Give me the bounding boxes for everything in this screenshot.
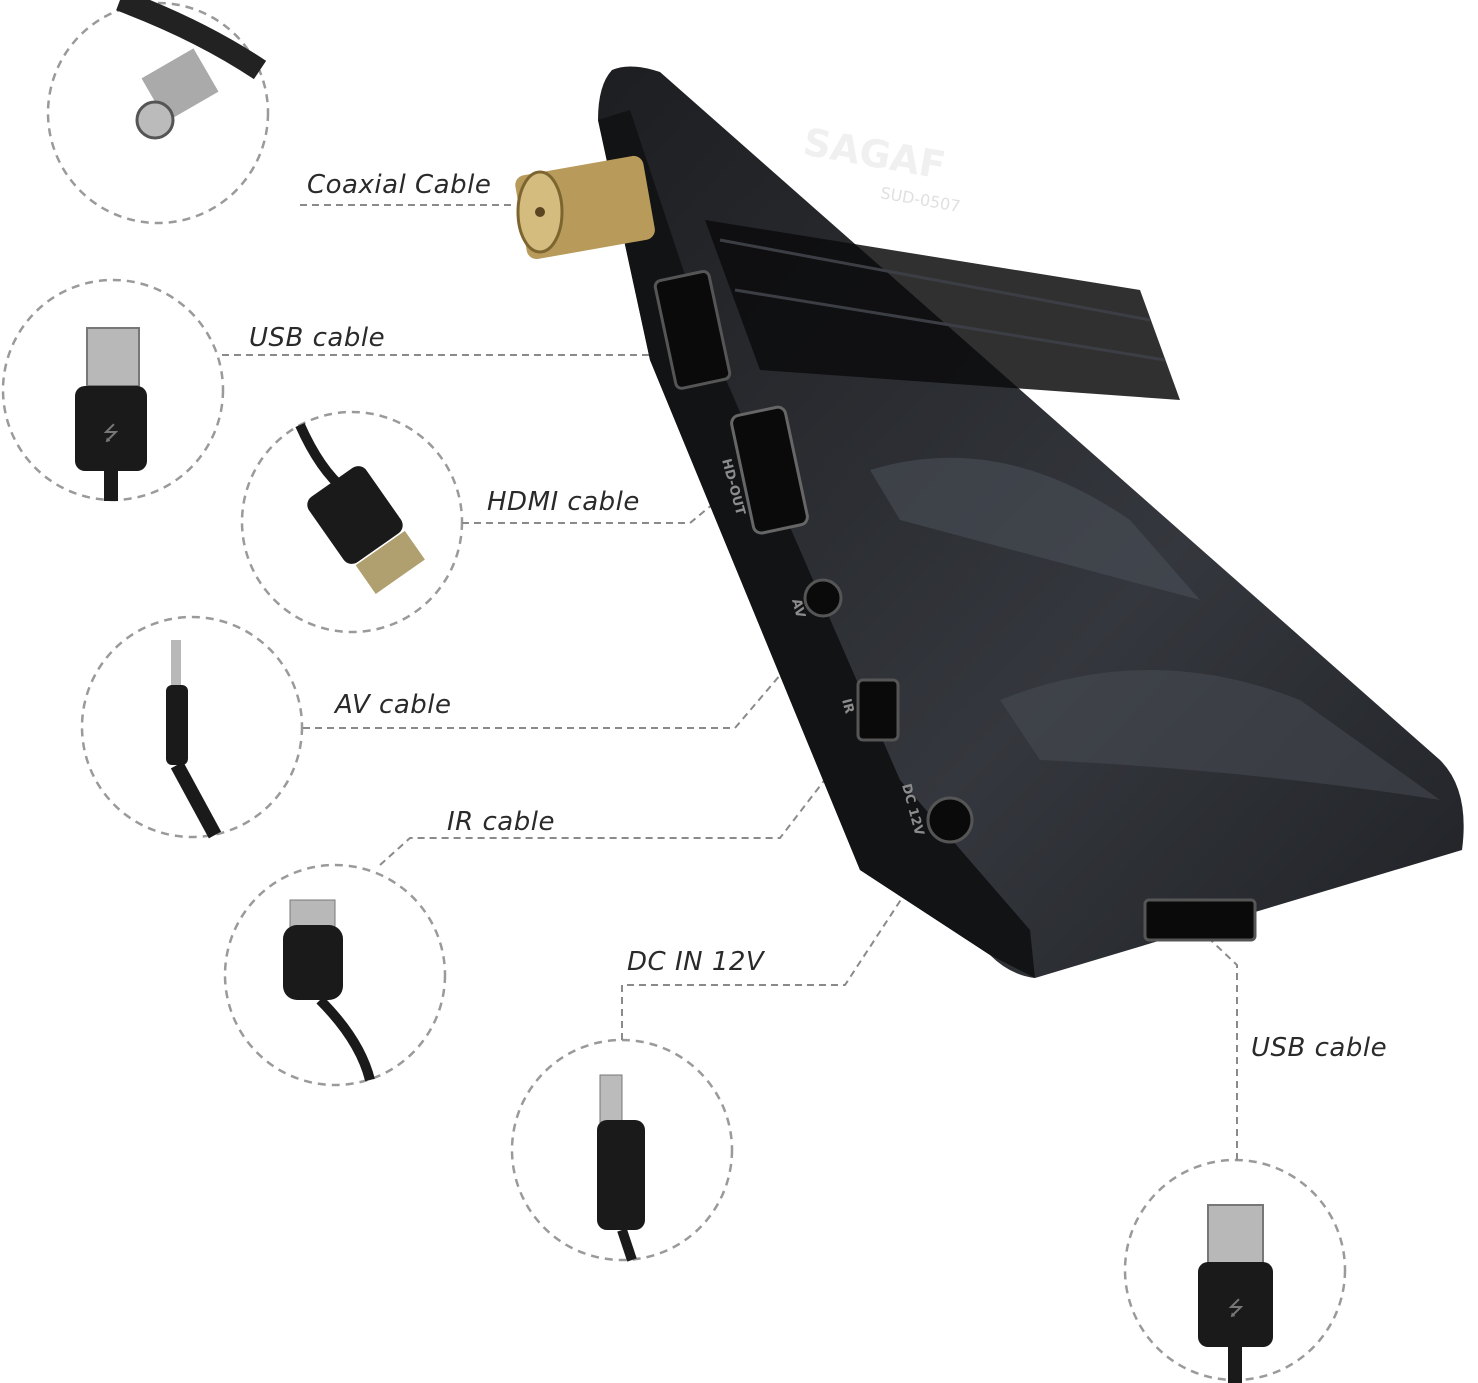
label-hdmi-cable: HDMI cable [487, 487, 640, 517]
hdmi-plug-icon [295, 422, 425, 594]
ir-leader-line [379, 759, 841, 866]
coaxial-plug-icon [116, 0, 267, 140]
dc-port [926, 796, 974, 844]
port-mark-av: AV [788, 597, 807, 619]
av-plug-icon [166, 640, 222, 839]
ir-cable-circle [223, 863, 447, 1087]
label-usb-cable-bottom: USB cable [1251, 1033, 1388, 1063]
svg-text:⭍: ⭍ [1228, 1296, 1245, 1320]
label-coaxial-cable: Coaxial Cable [307, 170, 492, 200]
label-av-cable: AV cable [335, 690, 452, 720]
usb-port-front [1143, 898, 1257, 942]
ir-port [856, 678, 900, 742]
label-ir-cable: IR cable [447, 807, 555, 837]
label-usb-cable-left: USB cable [249, 323, 386, 353]
dc-cable-circle [510, 1038, 734, 1262]
receiver-device: HD-OUT AV IR DC 12V SAGAF SUD-0507 [515, 66, 1464, 978]
brand-logo: SAGAF [800, 120, 949, 188]
hdmi-port [730, 405, 809, 535]
label-dc-in: DC IN 12V [627, 947, 765, 977]
av-cable-circle [80, 615, 304, 839]
coaxial-cable-circle [46, 1, 270, 225]
usb-bottom-leader-line [1199, 929, 1238, 1160]
port-mark-ir: IR [838, 697, 856, 715]
dc-leader-line [621, 839, 941, 1040]
model-number: SUD-0507 [879, 183, 962, 216]
usb-port [653, 269, 732, 390]
coaxial-connector [515, 155, 655, 260]
usb-plug-icon-left: ⭍ [75, 327, 147, 501]
usb-plug-icon-bottom: ⭍ [1198, 1204, 1273, 1383]
svg-text:⭍: ⭍ [103, 421, 120, 445]
ir-plug-icon [283, 899, 375, 1082]
hdmi-leader-line [462, 489, 731, 524]
av-port [803, 578, 843, 618]
dc-plug-icon [597, 1074, 645, 1262]
